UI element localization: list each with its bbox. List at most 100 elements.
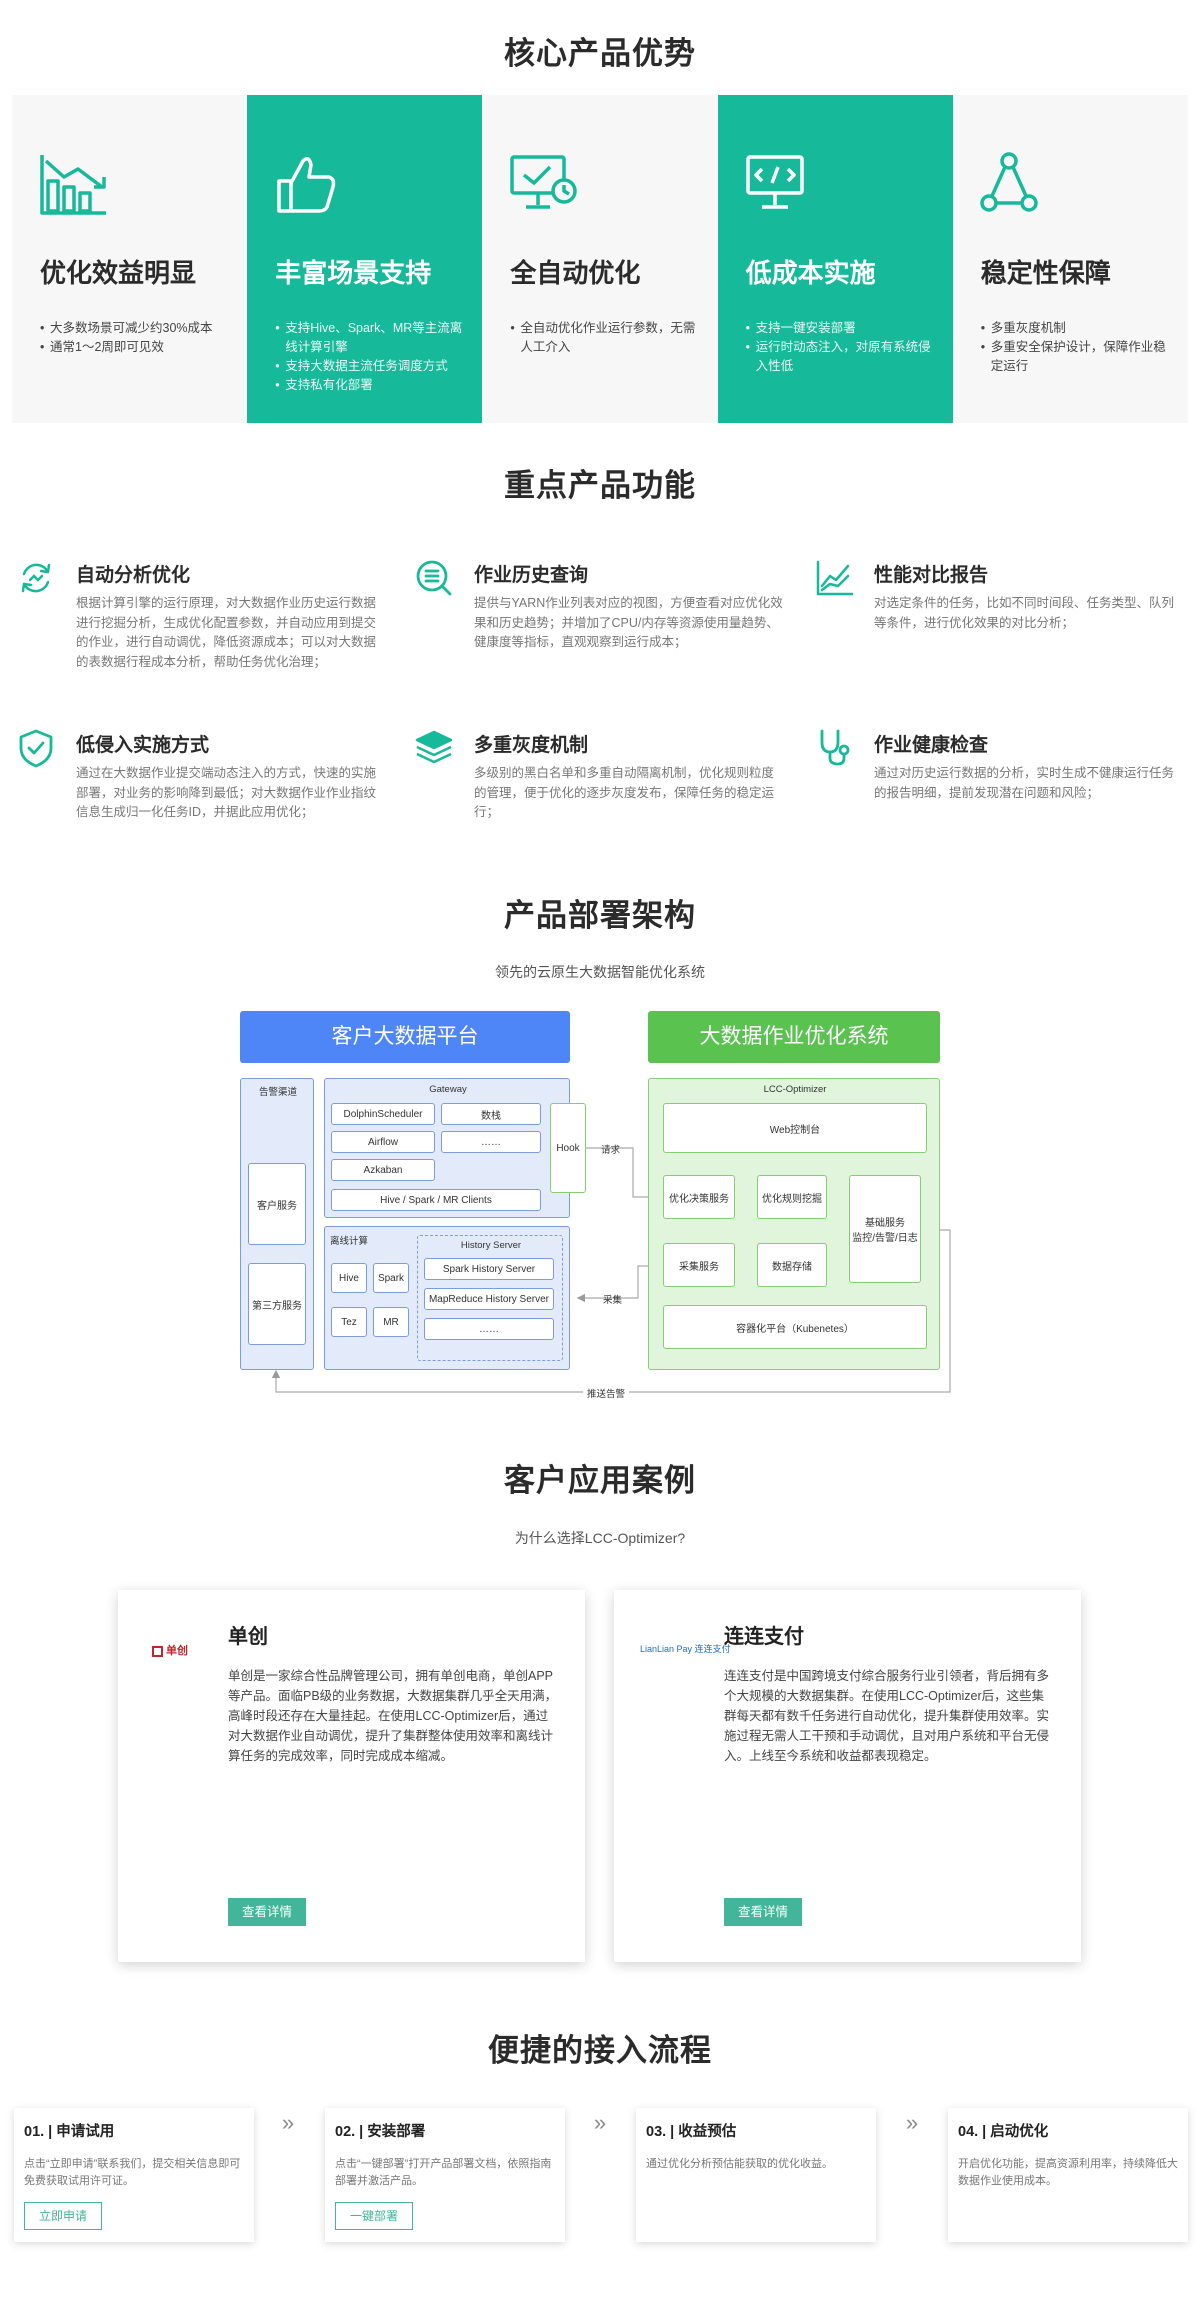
offline-compute-panel: 离线计算 Hive Spark Tez MR History Server Sp… [324,1226,570,1370]
advantage-title: 丰富场景支持 [275,258,432,288]
data-storage-box: 数据存储 [757,1243,827,1287]
advantage-points: 大多数场景可减少约30%成本 通常1～2周即可见效 [40,319,230,357]
feature-low-intrusion: 低侵入实施方式 通过在大数据作业提交端动态注入的方式，快速的实施部署，对业务的影… [16,728,386,858]
clients-box: Hive / Spark / MR Clients [331,1189,541,1211]
bar-chart-down-icon [40,155,106,215]
chevron-double-right-icon: » [905,2110,919,2135]
one-click-deploy-button[interactable]: 一键部署 [335,2202,414,2230]
line-chart-icon [816,560,854,596]
step-desc: 点击“立即申请”联系我们，提交相关信息即可免费获取试用许可证。 [24,2158,241,2187]
features-title: 重点产品功能 [504,468,696,503]
advantage-card-lowcost: 低成本实施 支持一键安装部署 运行时动态注入，对原有系统侵入性低 [717,95,953,423]
advantage-point: 通常1～2周即可见效 [40,338,230,357]
feature-title: 作业健康检查 [874,735,989,756]
history-server-panel: History Server Spark History Server MapR… [417,1235,563,1361]
feature-auto-analysis: 自动分析优化 根据计算引擎的运行原理，对大数据作业历史运行数据进行挖掘分析，生成… [16,558,386,688]
shuxian-box: 数栈 [441,1103,541,1125]
tez-box: Tez [331,1307,367,1337]
advantage-point: 全自动优化作业运行参数，无需人工介入 [510,319,700,357]
feature-desc: 提供与YARN作业列表对应的视图，方便查看对应优化效果和历史趋势；并增加了CPU… [474,596,783,649]
step-title: 04. | 启动优化 [958,2124,1049,2140]
gateway-label: Gateway [429,1084,467,1095]
layers-icon [415,730,453,764]
architecture-title: 产品部署架构 [504,898,696,933]
rule-mining-box: 优化规则挖掘 [757,1175,827,1219]
push-alert-label: 推送告警 [583,1386,630,1400]
lcc-optimizer-panel: LCC-Optimizer Web控制台 优化决策服务 优化规则挖掘 基础服务 … [648,1078,940,1370]
view-details-button[interactable]: 查看详情 [724,1898,802,1926]
feature-health-check: 作业健康检查 通过对历史运行数据的分析，实时生成不健康运行任务的报告明细，提前发… [814,728,1184,858]
lcc-optimizer-label: LCC-Optimizer [763,1084,827,1095]
alert-channel-label: 告警渠道 [259,1087,298,1098]
feature-desc: 通过在大数据作业提交端动态注入的方式，快速的实施部署，对业务的影响降到最低；对大… [76,766,377,819]
request-label: 请求 [601,1145,621,1156]
customer-platform-header: 客户大数据平台 [240,1011,570,1063]
logo-mark-icon [152,1645,163,1657]
feature-job-history: 作业历史查询 提供与YARN作业列表对应的视图，方便查看对应优化效果和历史趋势；… [414,558,784,688]
advantage-point: 多重灰度机制 [981,319,1171,338]
cycle-arrows-icon [21,563,51,593]
code-monitor-icon [745,155,804,209]
step-desc: 点击“一键部署”打开产品部署文档，依照指南部署并激活产品。 [335,2158,552,2187]
decision-service-box: 优化决策服务 [663,1175,735,1219]
advantage-points: 支持一键安装部署 运行时动态注入，对原有系统侵入性低 [746,319,936,376]
advantage-card-scenarios: 丰富场景支持 支持Hive、Spark、MR等主流离线计算引擎 支持大数据主流任… [247,95,483,423]
container-platform-box: 容器化平台（Kubenetes） [663,1305,927,1349]
case-card-danchuang: 单创 单创 单创是一家综合性品牌管理公司，拥有单创电商，单创APP等产品。面临P… [118,1590,585,1962]
step-install-deploy: 02. | 安装部署 点击“一键部署”打开产品部署文档，依照指南部署并激活产品。… [325,2108,565,2242]
advantage-card-auto: 全自动优化 全自动优化作业运行参数，无需人工介入 [482,95,718,423]
thumbs-up-icon [277,157,336,213]
feature-title: 自动分析优化 [76,565,191,586]
monitor-check-icon [510,155,578,209]
shield-check-icon [19,729,53,768]
step-title: 01. | 申请试用 [24,2124,115,2140]
gateway-panel: Gateway DolphinScheduler 数栈 Airflow …… A… [324,1078,570,1218]
feature-desc: 根据计算引擎的运行原理，对大数据作业历史运行数据进行挖掘分析，生成优化配置参数，… [76,596,377,669]
feature-title: 作业历史查询 [474,565,589,586]
feature-desc: 对选定条件的任务，比如不同时间段、任务类型、队列等条件，进行优化效果的对比分析； [874,596,1175,630]
stethoscope-icon [820,729,850,766]
advantage-title: 优化效益明显 [40,258,197,288]
step-title: 03. | 收益预估 [646,2124,737,2140]
advantage-title: 低成本实施 [745,258,876,288]
advantage-point: 支持私有化部署 [275,376,465,395]
airflow-box: Airflow [331,1131,435,1153]
feature-desc: 多级别的黑白名单和多重自动隔离机制，优化规则粒度的管理，便于优化的逐步灰度发布，… [474,766,775,819]
view-details-button[interactable]: 查看详情 [228,1898,306,1926]
advantages-title: 核心产品优势 [504,36,696,71]
lianlian-logo: LianLian Pay 连连支付 [640,1644,731,1654]
step-desc: 开启优化功能，提高资源利用率，持续降低大数据作业使用成本。 [958,2158,1178,2187]
customer-service-box: 客户服务 [248,1163,306,1245]
third-party-service-box: 第三方服务 [248,1263,306,1345]
case-title: 单创 [228,1626,268,1648]
architecture-subtitle: 领先的云原生大数据智能优化系统 [495,964,705,980]
step-desc: 通过优化分析预估能获取的优化收益。 [646,2158,833,2170]
history-more-box: …… [424,1318,554,1340]
alert-channel-panel: 告警渠道 客户服务 第三方服务 [240,1078,314,1370]
feature-title: 性能对比报告 [874,565,989,586]
mr-box: MR [373,1307,409,1337]
collect-label: 采集 [603,1295,623,1306]
cases-subtitle: 为什么选择LCC-Optimizer? [514,1530,686,1546]
collector-service-box: 采集服务 [663,1243,735,1287]
advantage-points: 全自动优化作业运行参数，无需人工介入 [510,319,700,357]
feature-gray-release: 多重灰度机制 多级别的黑白名单和多重自动隔离机制，优化规则粒度的管理，便于优化的… [414,728,784,858]
apply-now-button[interactable]: 立即申请 [24,2202,103,2230]
chevron-double-right-icon: » [281,2110,295,2135]
feature-desc: 通过对历史运行数据的分析，实时生成不健康运行任务的报告明细，提前发现潜在问题和风… [874,766,1175,800]
case-title: 连连支付 [724,1626,804,1648]
network-nodes-icon [980,152,1038,212]
chevron-double-right-icon: » [593,2110,607,2135]
optimizer-system-header: 大数据作业优化系统 [648,1011,940,1063]
dolphin-box: DolphinScheduler [331,1103,435,1125]
advantages-row: 优化效益明显 大多数场景可减少约30%成本 通常1～2周即可见效 丰富场景支持 … [12,95,1188,423]
advantage-title: 全自动优化 [510,258,641,288]
advantage-point: 大多数场景可减少约30%成本 [40,319,230,338]
spark-box: Spark [373,1263,409,1293]
history-server-label: History Server [460,1240,522,1251]
spark-history-box: Spark History Server [424,1258,554,1280]
feature-performance-report: 性能对比报告 对选定条件的任务，比如不同时间段、任务类型、队列等条件，进行优化效… [814,558,1184,688]
search-list-icon [416,560,452,596]
case-desc: 连连支付是中国跨境支付综合服务行业引领者，背后拥有多个大规模的大数据集群。在使用… [724,1669,1050,1763]
advantage-title: 稳定性保障 [980,258,1111,288]
